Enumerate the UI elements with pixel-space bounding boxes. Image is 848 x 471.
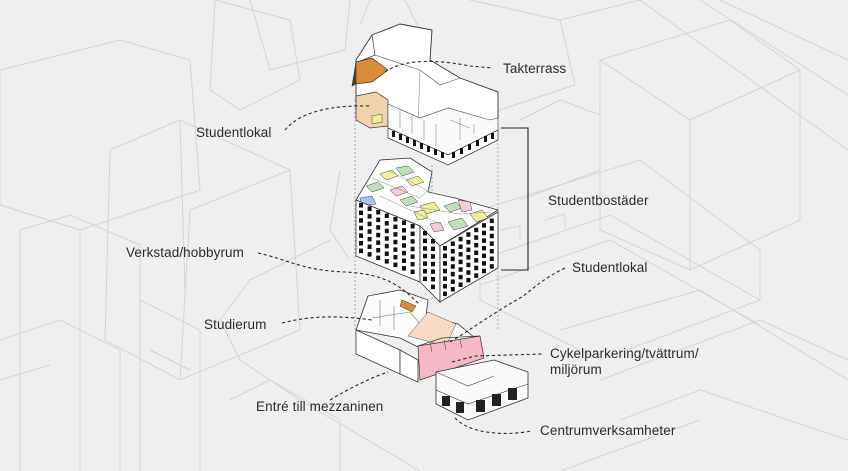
leader-studentlokal-mid xyxy=(449,267,566,343)
roof-level-block xyxy=(351,23,499,166)
leader-entre xyxy=(329,371,389,401)
label-takterrass: Takterrass xyxy=(503,61,567,76)
leader-verkstad xyxy=(257,252,421,306)
label-cykel-line2: miljörum xyxy=(550,362,602,377)
leader-lines xyxy=(257,60,566,434)
label-studentlokal-mid: Studentlokal xyxy=(572,260,648,275)
housing-bracket xyxy=(501,127,529,271)
base-levels-block xyxy=(355,289,529,421)
leader-cykel xyxy=(451,353,543,363)
label-studentbostader: Studentbostäder xyxy=(548,193,649,208)
label-cykel-line1: Cykelparkering/tvättrum/ xyxy=(550,346,699,361)
label-verkstad: Verkstad/hobbyrum xyxy=(126,245,245,260)
housing-windows xyxy=(359,203,494,297)
leader-takterrass xyxy=(384,60,494,73)
label-entre: Entré till mezzaninen xyxy=(256,399,384,414)
leader-studentlokal-top xyxy=(284,105,371,131)
leader-studierum xyxy=(281,316,373,324)
label-studentlokal-top: Studentlokal xyxy=(196,125,272,140)
label-studierum: Studierum xyxy=(204,317,267,332)
student-housing-block xyxy=(355,114,499,303)
leader-centrum xyxy=(454,417,533,434)
label-centrum: Centrumverksamheter xyxy=(540,423,676,438)
